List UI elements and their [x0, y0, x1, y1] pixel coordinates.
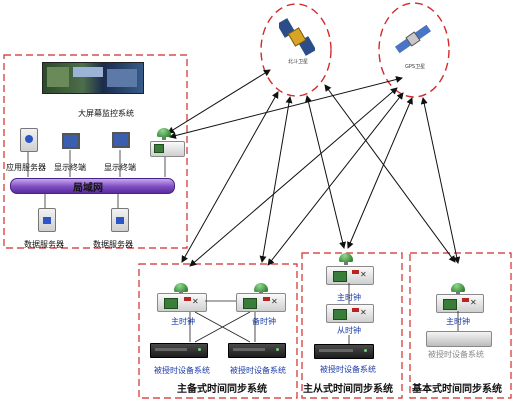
master-slave-master-device: ✕	[326, 266, 374, 285]
master-slave-antenna-icon	[339, 253, 353, 265]
data-server-1-label: 数据服务器	[24, 240, 64, 249]
gps-label: GPS卫星	[405, 64, 426, 70]
beidou-satellite-icon	[276, 18, 317, 56]
big-screen-label: 大屏幕监控系统	[78, 109, 134, 118]
basic-timed-device-label: 被授时设备系统	[428, 350, 484, 359]
data-server-1-icon	[38, 208, 56, 232]
master-backup-title: 主备式时间同步系统	[177, 384, 267, 395]
arrow-gps-basic	[420, 97, 461, 264]
beidou-ellipse	[260, 3, 332, 97]
display-terminal-1-icon	[62, 133, 80, 149]
app-server-icon	[20, 128, 38, 152]
monitor-clock-device	[150, 141, 185, 157]
backup-clock-device: ✕	[236, 293, 286, 312]
data-server-2-icon	[111, 208, 129, 232]
basic-master-device: ✕	[436, 294, 484, 313]
big-screen-image	[42, 62, 144, 94]
primary-clock-device: ✕	[157, 293, 207, 312]
timed-device-1	[150, 343, 208, 358]
timed-device-2	[228, 343, 286, 358]
data-server-2-label: 数据服务器	[93, 240, 133, 249]
lan-label: 局域网	[73, 183, 103, 194]
master-slave-title: 主从式时间同步系统	[303, 384, 393, 395]
master-slave-timed-device-label: 被授时设备系统	[320, 365, 376, 374]
basic-zone-frame	[409, 252, 512, 399]
display-terminal-2-icon	[112, 132, 130, 148]
basic-antenna-icon	[451, 283, 465, 295]
lan-pipe	[10, 178, 175, 194]
primary-clock-label: 主时钟	[171, 317, 195, 326]
monitor-antenna-icon	[157, 128, 171, 140]
master-slave-slave-label: 从时钟	[337, 326, 361, 335]
timed-device-1-label: 被授时设备系统	[154, 366, 210, 375]
gps-satellite-icon	[394, 22, 434, 56]
timed-device-2-label: 被授时设备系统	[230, 366, 286, 375]
master-slave-slave-device: ✕	[326, 304, 374, 323]
app-server-label: 应用服务器	[6, 163, 46, 172]
basic-timed-device	[426, 331, 492, 347]
backup-clock-label: 备时钟	[252, 317, 276, 326]
master-slave-timed-device	[314, 344, 374, 359]
basic-title: 基本式时间同步系统	[412, 384, 502, 395]
beidou-label: 北斗卫星	[288, 59, 309, 65]
gps-ellipse	[378, 2, 450, 98]
